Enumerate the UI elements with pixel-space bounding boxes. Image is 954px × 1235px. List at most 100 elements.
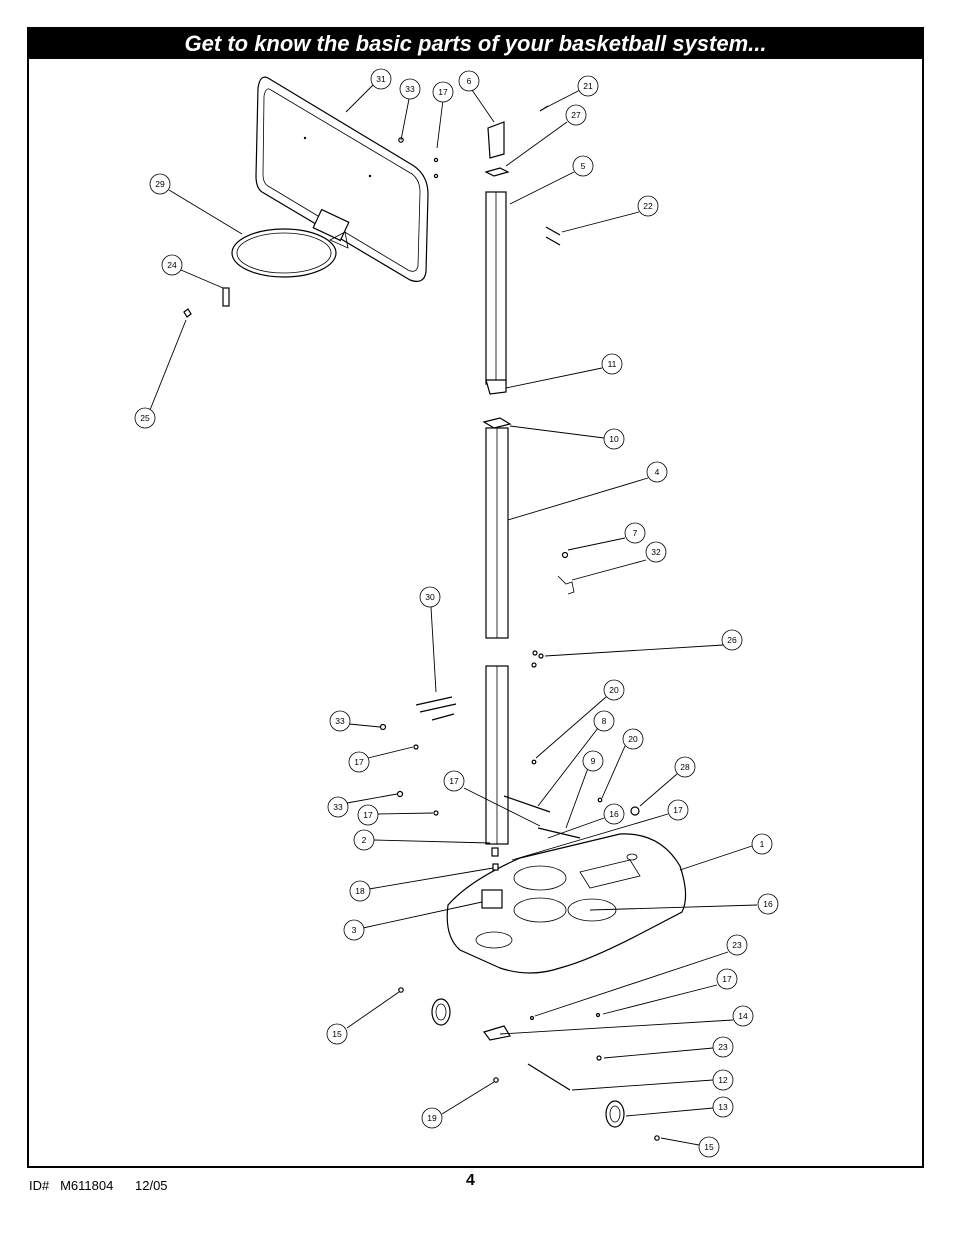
svg-text:33: 33 [333,802,343,812]
bolt-22-b [545,236,561,246]
callout-21: 21 [577,75,599,97]
bushing-18 [492,863,499,871]
bracket-24 [222,287,230,307]
svg-text:31: 31 [376,74,386,84]
footer-id-label: ID# [29,1178,50,1193]
callout-14: 14 [732,1005,754,1027]
callout-4: 4 [646,461,668,483]
cap-27 [484,167,510,177]
svg-text:22: 22 [643,201,653,211]
callout-5: 5 [572,155,594,177]
bracket-6 [487,121,505,159]
nut-23-b [596,1055,602,1061]
svg-text:30: 30 [425,592,435,602]
wheel-right [605,1100,625,1128]
callout-16-b: 16 [757,893,779,915]
svg-text:7: 7 [633,528,638,538]
callout-19: 19 [421,1107,443,1129]
callout-25: 25 [134,407,156,429]
callout-10: 10 [603,428,625,450]
svg-text:20: 20 [609,685,619,695]
washer-17-a [433,157,439,163]
nut-23-a [529,1015,535,1021]
svg-text:14: 14 [738,1011,748,1021]
rim [231,228,349,278]
svg-text:2: 2 [362,835,367,845]
callout-17-a: 17 [348,751,370,773]
axle-8 [503,795,551,813]
callout-15-b: 15 [698,1136,720,1158]
callout-17-d: 17 [667,799,689,821]
callout-33-a: 33 [329,710,351,732]
washer-17-b [433,173,439,179]
screw-20-a [531,759,537,765]
screw-20-b [597,797,603,803]
callout-11: 11 [601,353,623,375]
axle-bracket-14 [483,1025,511,1041]
cap-19 [493,1077,499,1083]
nut-26-a [532,650,538,656]
pin-7 [561,551,569,559]
callout-29: 29 [149,173,171,195]
callout-33-b: 33 [327,796,349,818]
svg-text:27: 27 [571,110,581,120]
page-frame: Get to know the basic parts of your bask… [27,27,924,1168]
callout-8: 8 [593,710,615,732]
svg-text:3: 3 [352,925,357,935]
nut-28 [630,806,640,816]
callout-1: 1 [751,833,773,855]
callout-2: 2 [353,829,375,851]
nut-25 [183,308,192,318]
svg-text:33: 33 [405,84,415,94]
nut-26-b [538,653,544,659]
clip-32 [557,575,575,595]
svg-text:33: 33 [335,716,345,726]
callout-7: 7 [624,522,646,544]
footer-document-id: ID# M611804 12/05 [29,1178,168,1193]
callout-6: 6 [458,70,480,92]
svg-text:15: 15 [332,1029,342,1039]
pole-section-4 [482,417,512,639]
svg-text:28: 28 [680,762,690,772]
clip-15-a [398,987,404,993]
page-number: 4 [466,1172,475,1189]
svg-text:20: 20 [628,734,638,744]
callout-9: 9 [582,750,604,772]
svg-text:9: 9 [591,756,596,766]
svg-text:17: 17 [363,810,373,820]
svg-text:32: 32 [651,547,661,557]
backboard [255,76,429,282]
callout-27: 27 [565,104,587,126]
svg-text:23: 23 [718,1042,728,1052]
svg-text:24: 24 [167,260,177,270]
svg-text:16: 16 [763,899,773,909]
callout-15-a: 15 [326,1023,348,1045]
svg-text:23: 23 [732,940,742,950]
svg-text:6: 6 [467,76,472,86]
footer-id-value: M611804 [60,1178,114,1193]
callout-20-b: 20 [622,728,644,750]
washer-17-e [595,1012,601,1018]
svg-text:13: 13 [718,1102,728,1112]
nut-33-a [379,723,387,731]
callout-17-b: 17 [443,770,465,792]
sleeve-3 [481,889,503,909]
callout-12: 12 [712,1069,734,1091]
callout-31: 31 [370,68,392,90]
callout-3: 3 [343,919,365,941]
callout-26: 26 [721,629,743,651]
svg-text:10: 10 [609,434,619,444]
pole-section-5 [485,191,507,395]
svg-text:26: 26 [727,635,737,645]
callout-17-c: 17 [357,804,379,826]
svg-text:8: 8 [602,716,607,726]
page-title: Get to know the basic parts of your bask… [29,29,922,59]
svg-text:25: 25 [140,413,150,423]
callout-23-b: 23 [712,1036,734,1058]
svg-text:12: 12 [718,1075,728,1085]
callout-30: 30 [419,586,441,608]
footer-date: 12/05 [135,1178,168,1193]
svg-text:17: 17 [449,776,459,786]
svg-text:19: 19 [427,1113,437,1123]
callout-17: 17 [432,81,454,103]
